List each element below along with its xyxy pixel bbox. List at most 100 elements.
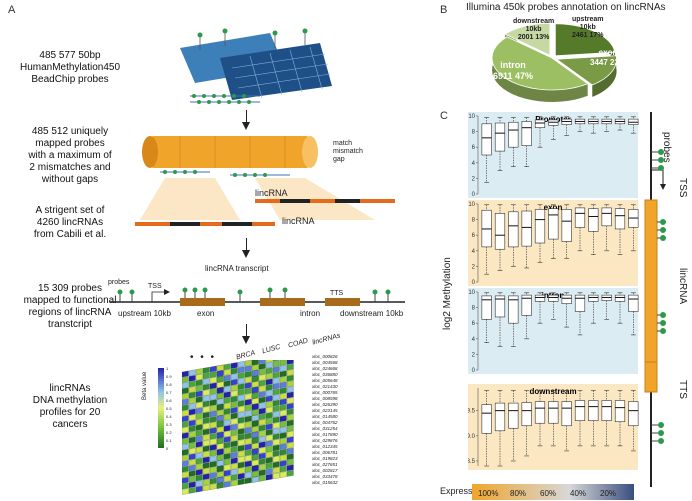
heatmap-cell (182, 404, 189, 410)
heatmap-cell (280, 393, 287, 399)
expression-tick: 40% (570, 489, 586, 498)
heatmap-cell (231, 368, 238, 374)
heatmap-cell (287, 437, 294, 443)
heatmap-cell (231, 446, 238, 452)
heatmap-cell (252, 376, 259, 382)
heatmap-cell (280, 416, 287, 422)
heatmap-cell (287, 459, 294, 465)
heatmap-cell (203, 462, 210, 468)
y-tick-label: 9.0 (468, 434, 476, 440)
tts-block (645, 362, 657, 392)
pie-label-downstream: downstream 10kb 2001 13% (513, 18, 554, 42)
step-2-text: 485 512 uniquely mapped probes with a ma… (10, 126, 130, 186)
heatmap-cell (245, 422, 252, 428)
heatmap-cell (245, 394, 252, 400)
mapped-reads (160, 170, 290, 177)
right-label-probes: probes (661, 132, 672, 163)
heatmap-cell (280, 421, 287, 427)
heatmap-cell (245, 478, 252, 484)
heatmap-cell (182, 421, 189, 427)
heatmap-cell (203, 367, 210, 373)
heatmap-cell (259, 408, 266, 414)
heatmap-cell (273, 417, 280, 423)
heatmap-cell (252, 437, 259, 443)
heatmap-cell (287, 364, 294, 370)
heatmap-cell (273, 422, 280, 428)
heatmap-cell (224, 464, 231, 470)
heatmap-cell (203, 378, 210, 384)
heatmap-cell (196, 475, 203, 481)
heatmap-cell (287, 369, 294, 375)
heatmap-cell (203, 401, 210, 407)
heatmap-cell (196, 452, 203, 458)
heatmap-cell (196, 368, 203, 374)
heatmap-cell (210, 411, 217, 417)
heatmap-cell (259, 425, 266, 431)
heatmap-row-id: xloc_017890 (312, 432, 338, 437)
heatmap-cell (273, 372, 280, 378)
right-label-lincrna: lincRNA (677, 268, 688, 304)
heatmap-cell (266, 474, 273, 480)
heatmap-cell (231, 424, 238, 430)
heatmap-cell (273, 406, 280, 412)
heatmap-cell (203, 451, 210, 457)
pie-label-intron: intron 6911 47% (493, 60, 533, 82)
heatmap-cell (189, 420, 196, 426)
heatmap-cell (280, 404, 287, 410)
heatmap-row-id: xloc_000765 (312, 390, 338, 395)
heatmap-cell (210, 366, 217, 372)
heatmap-cell (231, 402, 238, 408)
transcript-probes-label: probes (108, 279, 129, 286)
heatmap-cell (238, 361, 245, 367)
heatmap-cell (252, 364, 259, 370)
colorbar-tick: 0.7 (166, 390, 172, 395)
pie-label-exon: exon 3447 23% (590, 48, 626, 68)
colorbar-tick: 0.4 (166, 414, 172, 419)
heatmap-cell (217, 376, 224, 382)
heatmap-cell (280, 410, 287, 416)
heatmap-cell (203, 418, 210, 424)
heatmap-cell (182, 472, 189, 478)
heatmap-cell (189, 403, 196, 409)
heatmap-cell (259, 402, 266, 408)
heatmap-cell (210, 428, 217, 434)
heatmap-cell (245, 461, 252, 467)
heatmap-cell (182, 388, 189, 394)
heatmap-cell (266, 396, 273, 402)
heatmap-cell (252, 420, 259, 426)
heatmap-cell (196, 424, 203, 430)
heatmap-cell (259, 458, 266, 464)
heatmap-cell (189, 487, 196, 493)
expression-tick: 60% (540, 489, 556, 498)
heatmap-cell (259, 360, 266, 364)
heatmap-cell (252, 415, 259, 421)
heatmap-cell (259, 447, 266, 453)
match-label: match (333, 140, 352, 148)
heatmap-cell (287, 431, 294, 437)
colorbar-ticks: 1 0.9 0.8 0.7 0.6 0.5 0.4 0.3 0.2 0.1 0 (166, 366, 176, 450)
heatmap-cancer-block (252, 360, 294, 483)
expression-ticks: 100% 80% 60% 40% 20% (478, 489, 638, 501)
heatmap-cell (231, 469, 238, 475)
exon-1 (180, 298, 225, 306)
heatmap-cell (203, 474, 210, 480)
panel-a-label: A (8, 4, 15, 16)
heatmap-cell (210, 484, 217, 490)
heatmap-cell (196, 408, 203, 414)
lincrna-bars (130, 195, 400, 235)
heatmap-cell (238, 395, 245, 401)
heatmap-cell (245, 466, 252, 472)
heatmap-cell (238, 473, 245, 479)
heatmap-cell (273, 378, 280, 384)
heatmap-cell (259, 436, 266, 442)
heatmap-cell (210, 383, 217, 389)
heatmap-cell (252, 404, 259, 410)
heatmap-cell (238, 372, 245, 378)
heatmap-cell (273, 450, 280, 456)
heatmap-cell (224, 436, 231, 442)
heatmap-cell (280, 466, 287, 472)
heatmap-cell (196, 396, 203, 402)
y-tick-label: 9.5 (468, 409, 476, 415)
heatmap-cell (287, 375, 294, 381)
